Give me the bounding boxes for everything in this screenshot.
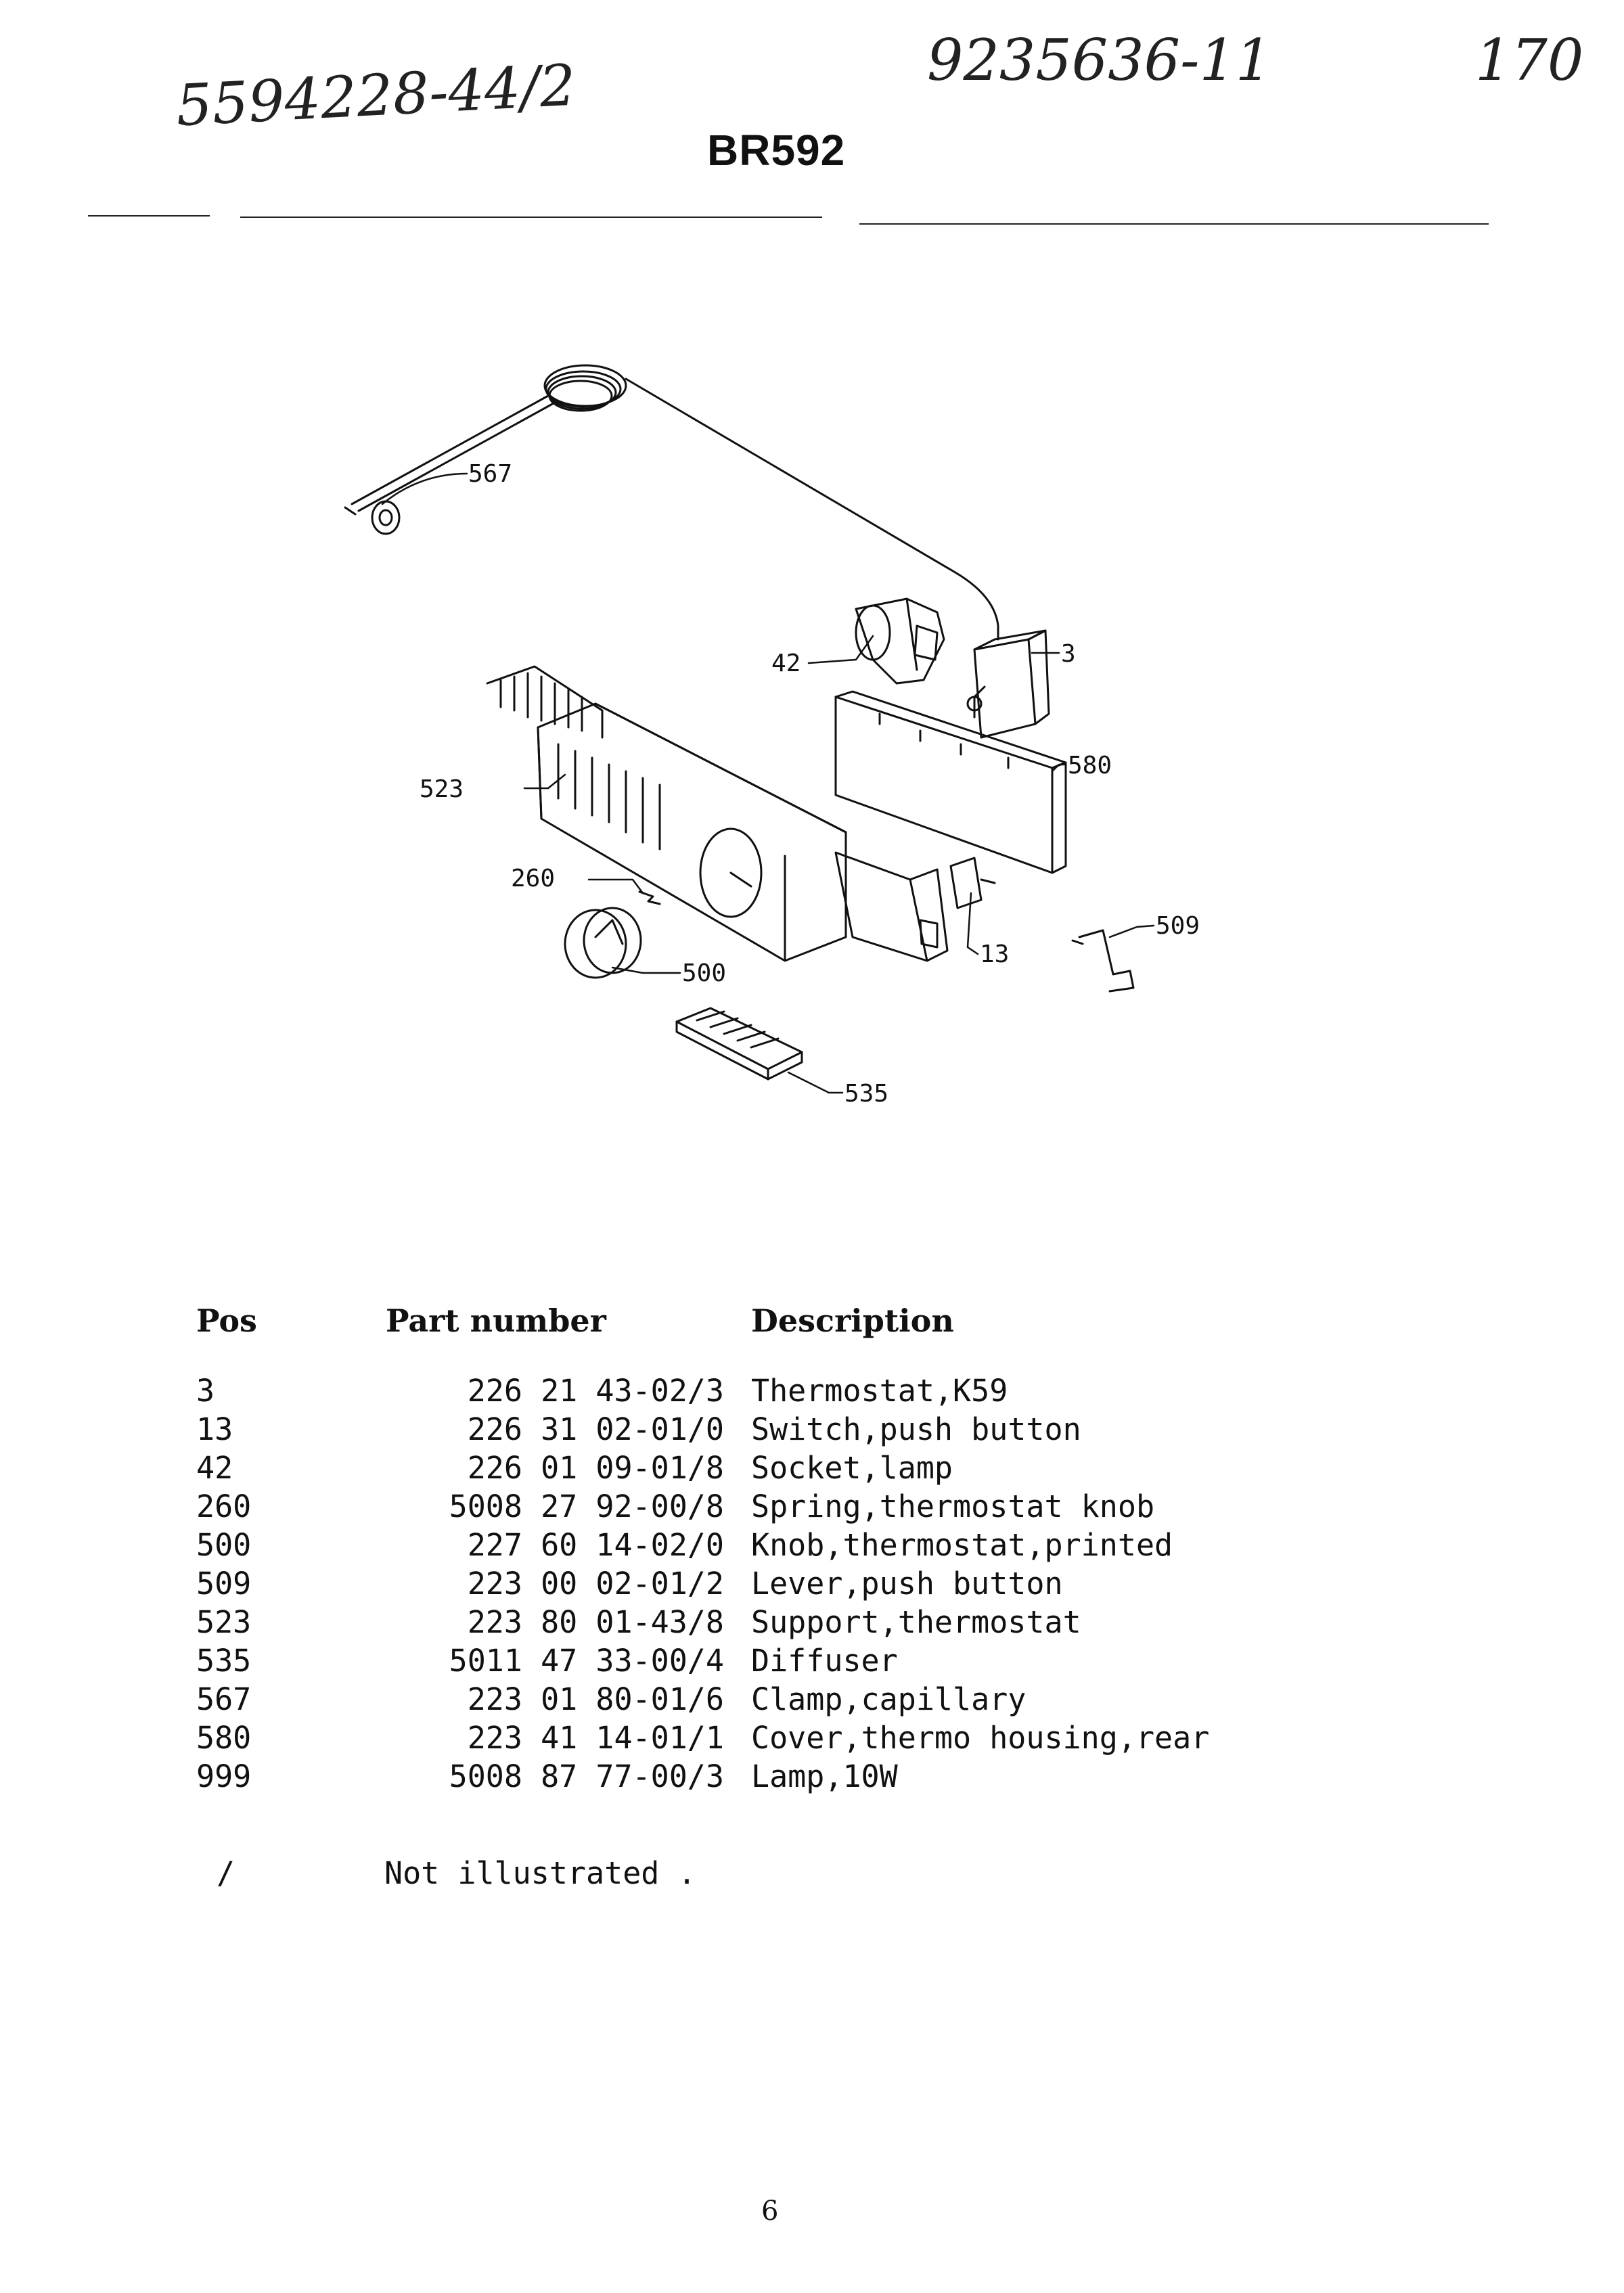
page-number: 6 (761, 2196, 779, 2227)
push-button-lever-illustration (1071, 929, 1135, 993)
cell-description: Lever,push button (751, 1566, 1063, 1602)
footnote-marker: / (217, 1855, 235, 1891)
table-row: 999 5008 87 77-00/3 Lamp,10W (196, 1757, 1360, 1796)
table-row: 523 223 80 01-43/8 Support,thermostat (196, 1603, 1360, 1641)
callout-3: 3 (1061, 640, 1076, 668)
column-header-pos: Pos (196, 1302, 257, 1339)
cell-pos: 535 (196, 1643, 252, 1679)
cell-pos: 523 (196, 1604, 252, 1640)
table-row: 580 223 41 14-01/1 Cover,thermo housing,re… (196, 1719, 1360, 1757)
cell-description: Diffuser (751, 1643, 898, 1679)
table-row: 3 226 21 43-02/3 Thermostat,K59 (196, 1371, 1360, 1410)
cell-part-number: 226 31 02-01/0 (467, 1411, 724, 1447)
cell-description: Thermostat,K59 (751, 1373, 1008, 1409)
cell-pos: 13 (196, 1411, 233, 1447)
cell-description: Knob,thermostat,printed (751, 1527, 1173, 1563)
knob-spring-illustration (638, 890, 661, 905)
cell-description: Cover,thermo housing,rear (751, 1720, 1210, 1756)
cell-pos: 580 (196, 1720, 252, 1756)
cell-part-number: 223 41 14-01/1 (467, 1720, 724, 1756)
thermostat-support-illustration (486, 665, 847, 962)
cell-pos: 500 (196, 1527, 252, 1563)
cell-part-number: 226 01 09-01/8 (467, 1450, 724, 1486)
header-rule (88, 215, 210, 217)
callout-42: 42 (771, 650, 800, 677)
callout-13: 13 (980, 940, 1009, 968)
table-row: 509 223 00 02-01/2 Lever,push button (196, 1564, 1360, 1603)
callout-580: 580 (1068, 752, 1112, 779)
cell-pos: 42 (196, 1450, 233, 1486)
column-header-part-number: Part number (386, 1302, 606, 1339)
table-header-row: Pos Part number Description (196, 1302, 1360, 1371)
capillary-tube-illustration (344, 364, 999, 641)
rear-cover-illustration (834, 690, 1067, 874)
cell-description: Switch,push button (751, 1411, 1081, 1447)
column-header-description: Description (751, 1302, 954, 1339)
cell-part-number: 223 01 80-01/6 (467, 1681, 724, 1717)
cell-description: Support,thermostat (751, 1604, 1081, 1640)
callout-500: 500 (682, 959, 726, 987)
callout-535: 535 (844, 1080, 888, 1108)
page-title: BR592 (707, 126, 846, 175)
callout-567: 567 (468, 460, 512, 488)
cell-part-number: 5008 87 77-00/3 (449, 1758, 724, 1794)
cell-part-number: 5008 27 92-00/8 (449, 1489, 724, 1524)
callout-509: 509 (1156, 912, 1200, 940)
cell-description: Lamp,10W (751, 1758, 898, 1794)
push-switch-illustration (834, 851, 996, 962)
cell-pos: 567 (196, 1681, 252, 1717)
cell-pos: 999 (196, 1758, 252, 1794)
callout-leaders (381, 472, 1155, 1094)
thermostat-knob-illustration (564, 907, 642, 979)
cell-part-number: 223 00 02-01/2 (467, 1566, 724, 1602)
callout-523: 523 (420, 775, 464, 803)
table-row: 42 226 01 09-01/8 Socket,lamp (196, 1449, 1360, 1487)
table-row: 567 223 01 80-01/6 Clamp,capillary (196, 1680, 1360, 1719)
footnote-text: Not illustrated . (384, 1855, 696, 1891)
header-rule (859, 223, 1489, 225)
exploded-parts-diagram: 567 42 3 523 580 260 509 13 500 535 (344, 364, 1200, 1108)
parts-table: Pos Part number Description 3 226 21 43-0… (196, 1302, 1360, 1796)
cell-pos: 3 (196, 1373, 215, 1409)
cell-part-number: 5011 47 33-00/4 (449, 1643, 724, 1679)
cell-pos: 509 (196, 1566, 252, 1602)
capillary-clamp-illustration (371, 500, 401, 535)
handwritten-page-ref: 170 (1475, 27, 1584, 93)
thermostat-illustration (966, 629, 1050, 739)
table-row: 535 5011 47 33-00/4 Diffuser (196, 1641, 1360, 1680)
handwritten-note-center: 9235636-11 (927, 27, 1272, 93)
cell-description: Spring,thermostat knob (751, 1489, 1155, 1524)
table-row: 500 227 60 14-02/0 Knob,thermostat,printed (196, 1526, 1360, 1564)
table-row: 260 5008 27 92-00/8 Spring,thermostat knob (196, 1487, 1360, 1526)
cell-part-number: 227 60 14-02/0 (467, 1527, 724, 1563)
callout-260: 260 (511, 865, 555, 892)
cell-pos: 260 (196, 1489, 252, 1524)
cell-description: Clamp,capillary (751, 1681, 1027, 1717)
cell-description: Socket,lamp (751, 1450, 953, 1486)
lamp-socket-illustration (855, 597, 945, 685)
header-rule (240, 217, 822, 218)
diffuser-illustration (675, 1007, 803, 1081)
table-row: 13 226 31 02-01/0 Switch,push button (196, 1410, 1360, 1449)
cell-part-number: 226 21 43-02/3 (467, 1373, 724, 1409)
cell-part-number: 223 80 01-43/8 (467, 1604, 724, 1640)
